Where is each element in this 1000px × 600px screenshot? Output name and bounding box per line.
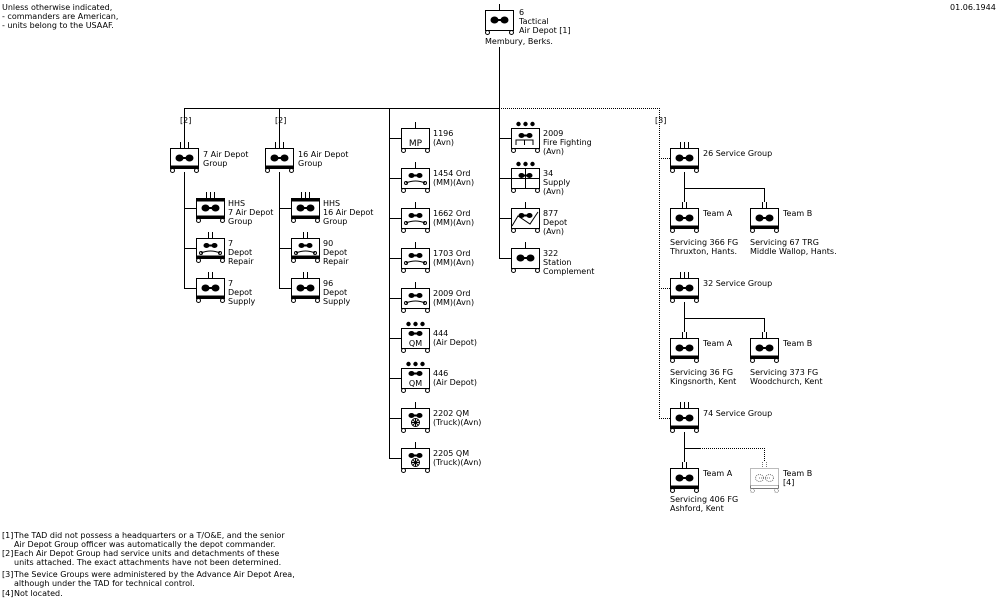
footnote: [2]Each Air Depot Group had service unit…	[2, 549, 282, 567]
footnote: [1]The TAD did not possess a headquarter…	[2, 531, 285, 549]
ord-unit-icon	[402, 282, 430, 313]
adg16-unit-icon	[266, 142, 294, 173]
truck-unit-icon	[402, 402, 430, 433]
adg7-hhs-icon	[197, 192, 225, 223]
unit-label: 1196(Avn)	[433, 129, 455, 147]
fire-fighting-unit-icon	[511, 121, 540, 153]
adg16-repair-icon	[292, 232, 320, 263]
svg-text:MP: MP	[409, 139, 423, 149]
connector-lines	[184, 47, 765, 462]
hq-unit-icon	[486, 4, 514, 35]
service-group-label: 26 Service Group	[703, 149, 773, 158]
unit-label: 2205 QM(Truck)(Avn)	[433, 449, 482, 467]
team-label: Team A	[703, 209, 733, 218]
service-group-icon	[671, 272, 699, 303]
fn-mark-service: [3]	[655, 116, 667, 125]
adg7-repair-icon	[197, 232, 225, 263]
hq-location: Membury, Berks.	[485, 37, 553, 46]
service-group-icon	[671, 142, 699, 173]
team-label: Team A	[703, 339, 733, 348]
team-label: Team B[4]	[783, 469, 813, 487]
team-label: Team A	[703, 469, 733, 478]
date-label: 01.06.1944	[950, 3, 996, 12]
svg-text:QM: QM	[409, 339, 422, 348]
adg16-hhs-icon	[292, 192, 320, 223]
team-icon	[671, 202, 699, 233]
adg7-supply-icon	[197, 272, 225, 303]
adg16-supply-icon	[292, 272, 320, 303]
qm-unit-icon: QM	[401, 321, 430, 353]
station-unit-icon	[512, 242, 540, 273]
team-icon	[751, 202, 779, 233]
team-label: Team B	[783, 339, 813, 348]
truck-unit-icon	[402, 442, 430, 473]
mp-unit-icon: MP	[401, 121, 430, 153]
unit-label: 1662 Ord(MM)(Avn)	[433, 209, 475, 227]
unit-label: 444(Air Depot)	[433, 329, 477, 347]
supply-unit-icon	[511, 161, 540, 193]
team-icon	[671, 332, 699, 363]
service-group-label: 74 Service Group	[703, 409, 773, 418]
unit-label: 446(Air Depot)	[433, 369, 477, 387]
unit-label: 1703 Ord(MM)(Avn)	[433, 249, 475, 267]
service-group-label: 32 Service Group	[703, 279, 773, 288]
ord-unit-icon	[402, 242, 430, 273]
team-label: Team B	[783, 209, 813, 218]
fn-mark-adg7: [2]	[180, 116, 192, 125]
qm-unit-icon: QM	[401, 361, 430, 393]
adg7-unit-icon	[171, 142, 199, 173]
svg-text:QM: QM	[409, 379, 422, 388]
header-note: Unless otherwise indicated,- commanders …	[2, 3, 119, 30]
unit-label: 2202 QM(Truck)(Avn)	[433, 409, 482, 427]
team-icon	[671, 462, 699, 493]
unlocated-team-icon	[750, 462, 779, 493]
footnote: [3]The Sevice Groups were administered b…	[2, 570, 295, 588]
unit-label: 2009 Ord(MM)(Avn)	[433, 289, 475, 307]
footnote: [4]Not located.	[2, 589, 63, 598]
team-icon	[751, 332, 779, 363]
unit-label: 1454 Ord(MM)(Avn)	[433, 169, 475, 187]
service-group-icon	[671, 402, 699, 433]
fn-mark-adg16: [2]	[275, 116, 287, 125]
ord-unit-icon	[402, 162, 430, 193]
depot-unit-icon	[511, 201, 540, 233]
ord-unit-icon	[402, 202, 430, 233]
